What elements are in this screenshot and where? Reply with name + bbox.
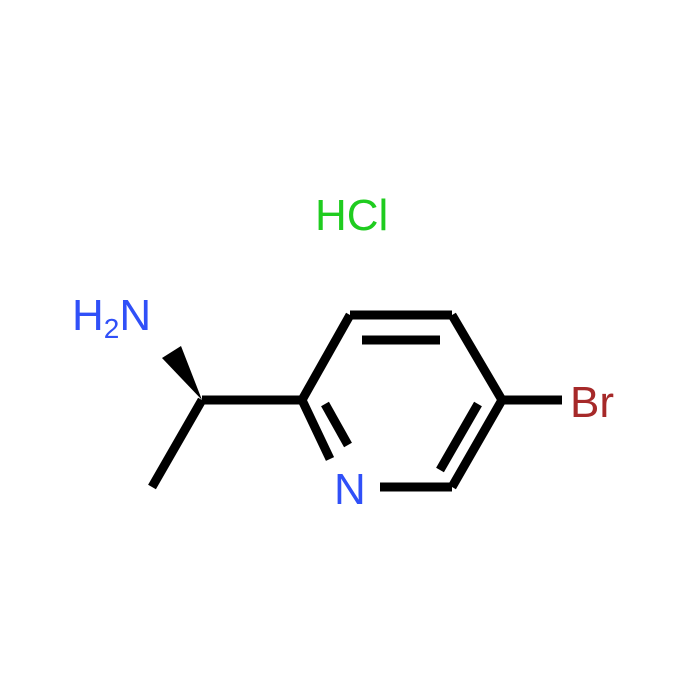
- amine-subscript: 2: [104, 313, 120, 344]
- bond-c5-c6: [448, 397, 506, 490]
- amine-n: N: [119, 291, 151, 340]
- bromine-label: Br: [570, 378, 614, 427]
- bond-n1-c2: [297, 398, 335, 461]
- bond-group: [148, 310, 562, 492]
- hcl-label: HCl: [315, 191, 388, 240]
- ring-nitrogen-label: N: [334, 465, 366, 514]
- bond-c2-c3: [298, 312, 354, 403]
- bond-c5-c6-double: [436, 401, 482, 473]
- bond-c4-c5: [448, 312, 506, 403]
- amine-h: H: [72, 291, 104, 340]
- wedge-bond-nh2: [162, 346, 202, 400]
- bond-n1-c2-double: [321, 401, 352, 448]
- bond-methyl: [148, 397, 206, 490]
- amine-label: H2N: [72, 291, 151, 344]
